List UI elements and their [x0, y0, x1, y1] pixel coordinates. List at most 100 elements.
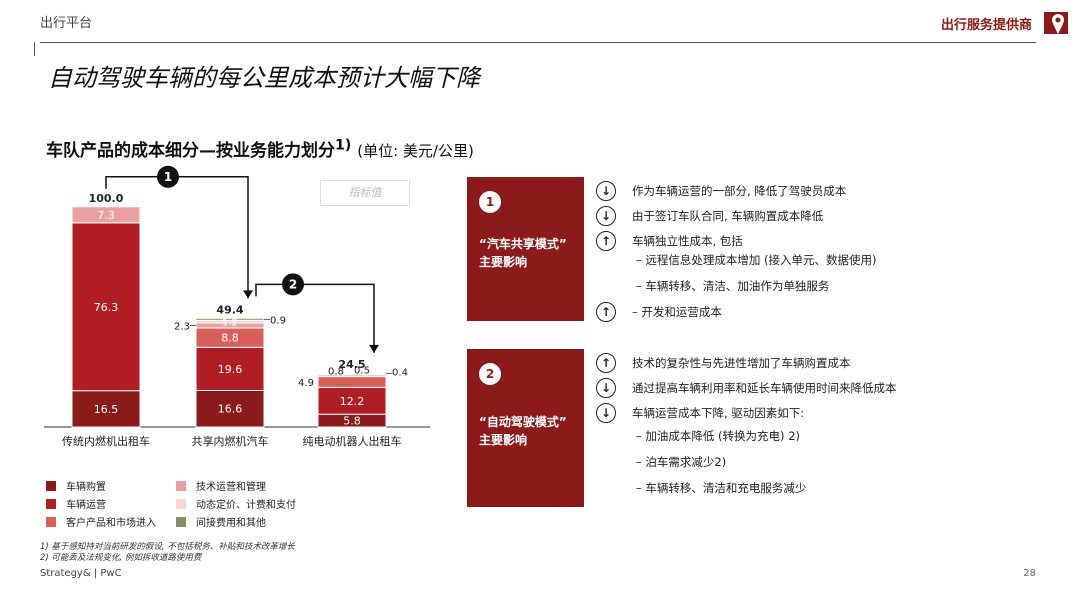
legend-item: 间接费用和其他 [176, 514, 266, 529]
panel-label-line2: 主要影响 [479, 255, 528, 269]
legend-label: 技术运营和管理 [196, 482, 266, 493]
chart-subtitle: 车队产品的成本细分—按业务能力划分1) (单位: 美元/公里) [46, 136, 474, 161]
legend-label: 动态定价、计费和支付 [196, 500, 296, 511]
panel-label-line1: “自动驾驶模式” [479, 415, 567, 429]
legend-swatch [46, 498, 56, 509]
stacked-bar-chart: 传统内燃机出租车 共享内燃机汽车 纯电动机器人出租车 16.5 76.3 7.3 16.6 1… [44, 165, 430, 448]
impact-text: 车辆独立性成本, 包括 [632, 234, 743, 248]
impact-row: – 远程信息处理成本增加 (接入单元、数据使用) [636, 252, 877, 268]
arrow-down-icon: ↓ [596, 378, 616, 398]
data-label: 16.5 [94, 403, 119, 416]
location-book-icon [1044, 12, 1068, 34]
bar-segment [195, 389, 265, 428]
header-divider [40, 42, 1036, 43]
data-label: 76.3 [94, 301, 119, 314]
data-label: 12.2 [340, 395, 365, 408]
header-category-label: 出行服务提供商 [940, 18, 1032, 33]
data-label: 19.6 [218, 363, 243, 376]
arrow-up-icon: ↑ [596, 353, 616, 373]
impact-row: ↓ 由于签订车队合同, 车辆购置成本降低 [596, 206, 823, 226]
footer-source: Strategy& | PwC [40, 568, 122, 579]
impact-row: – 泊车需求减少2) [636, 454, 726, 470]
bar-segment [71, 222, 141, 392]
total-label: 24.5 [338, 358, 365, 371]
page-title: 自动驾驶车辆的每公里成本预计大幅下降 [48, 64, 480, 92]
subtitle-unit: (单位: 美元/公里) [357, 142, 474, 160]
legend-label: 客户产品和市场进入 [66, 518, 156, 529]
category-label: 纯电动机器人出租车 [303, 434, 402, 448]
data-label: 2.3 [174, 321, 190, 332]
data-label: 0.9 [270, 315, 286, 326]
bar-segment [317, 376, 387, 388]
arrow-up-icon: ↑ [596, 302, 616, 322]
bar-segment [71, 206, 141, 224]
step-marker [157, 165, 179, 188]
data-label: 0.4 [392, 367, 408, 378]
legend-swatch [176, 480, 186, 491]
impact-row: – 车辆转移、清洁、加油作为单独服务 [636, 278, 829, 294]
data-label: 7.3 [97, 209, 115, 222]
header-section-label: 出行平台 [40, 16, 93, 31]
impact-row: ↓ 通过提高车辆利用率和延长车辆使用时间来降低成本 [596, 378, 897, 398]
legend-item: 车辆运营 [46, 496, 106, 511]
bar-segment [317, 386, 387, 415]
legend-swatch [176, 498, 186, 509]
impact-text: 通过提高车辆利用率和延长车辆使用时间来降低成本 [632, 381, 897, 395]
legend-swatch [46, 516, 56, 527]
impact-text: 作为车辆运营的一部分, 降低了驾驶员成本 [632, 184, 847, 198]
panel-label-line1: “汽车共享模式” [479, 237, 567, 251]
step-arrow-2 [255, 283, 375, 353]
step-badge-1: 1 [479, 191, 501, 213]
legend-label: 车辆运营 [66, 500, 106, 511]
impact-row: ↑ 车辆独立性成本, 包括 [596, 231, 743, 251]
category-label: 传统内燃机出租车 [62, 434, 150, 448]
arrow-down-icon: ↓ [596, 206, 616, 226]
footnote-1: 1) 基于感知持对当前研发的假设, 不包括税务、补贴和技术改革增长 [40, 542, 295, 552]
legend-label: 车辆购置 [66, 482, 106, 493]
total-label: 49.4 [216, 303, 243, 316]
arrow-up-icon: ↑ [596, 231, 616, 251]
subtitle-footnote-ref: 1) [335, 137, 352, 154]
legend-swatch [176, 516, 186, 527]
legend-item: 车辆购置 [46, 478, 106, 493]
data-label: 4.9 [298, 378, 314, 389]
impact-text: 车辆运营成本下降, 驱动因素如下: [632, 406, 805, 420]
data-label: 1.2 [222, 318, 238, 329]
panel-label-line2: 主要影响 [479, 433, 528, 447]
indicator-value-tag: 指标值 [320, 180, 410, 206]
page-number: 28 [1023, 568, 1036, 579]
impact-text: – 远程信息处理成本增加 (接入单元、数据使用) [636, 253, 877, 267]
impact-text: – 车辆转移、清洁、加油作为单独服务 [636, 279, 830, 293]
impact-row: ↑ – 开发和运营成本 [596, 302, 722, 322]
impact-text: – 加油成本降低 (转换为充电) 2) [636, 429, 800, 443]
header-divider-tick [34, 42, 35, 56]
impact-text: – 开发和运营成本 [632, 305, 722, 319]
impact-row: – 加油成本降低 (转换为充电) 2) [636, 428, 800, 444]
step-arrow-1-head [243, 290, 253, 299]
category-label: 共享内燃机汽车 [192, 434, 269, 448]
impact-text: – 泊车需求减少2) [636, 455, 727, 469]
data-label: 16.6 [218, 403, 243, 416]
bar-segment [195, 346, 265, 391]
impact-panel-autonomous: 2 “自动驾驶模式” 主要影响 [467, 349, 584, 507]
impact-row: – 车辆转移、清洁和充电服务减少 [636, 480, 806, 496]
legend-swatch [46, 480, 56, 491]
arrow-down-icon: ↓ [596, 181, 616, 201]
step-marker-label: 2 [289, 277, 297, 291]
legend-item: 动态定价、计费和支付 [176, 496, 296, 511]
impact-panel-carsharing: 1 “汽车共享模式” 主要影响 [467, 177, 584, 321]
impact-row: ↑ 技术的复杂性与先进性增加了车辆购置成本 [596, 353, 851, 373]
data-label: 5.8 [343, 415, 361, 428]
footnote-2: 2) 可能丢及法规变化, 例如拆收道路使用费 [40, 553, 202, 563]
subtitle-main: 车队产品的成本细分—按业务能力划分 [46, 141, 335, 161]
impact-row: ↓ 车辆运营成本下降, 驱动因素如下: [596, 403, 804, 423]
step-arrow-2-head [369, 344, 379, 353]
legend-item: 客户产品和市场进入 [46, 514, 156, 529]
total-label: 100.0 [89, 192, 124, 205]
arrow-down-icon: ↓ [596, 403, 616, 423]
data-label: 0.5 [354, 365, 370, 376]
step-badge-2: 2 [479, 363, 501, 385]
impact-text: 技术的复杂性与先进性增加了车辆购置成本 [632, 356, 851, 370]
legend-label: 间接费用和其他 [196, 518, 266, 529]
impact-text: 由于签订车队合同, 车辆购置成本降低 [632, 209, 824, 223]
